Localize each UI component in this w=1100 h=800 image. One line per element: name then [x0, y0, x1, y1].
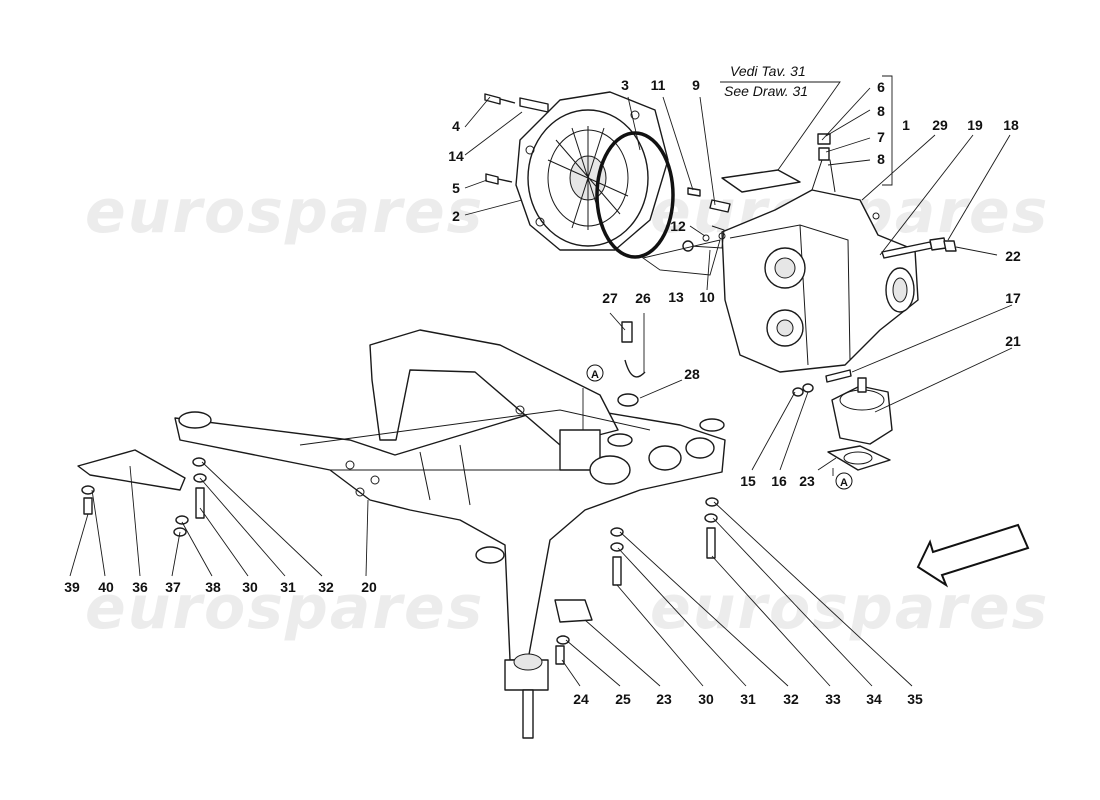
marker-a: A: [591, 369, 599, 381]
watermark: eurospares: [650, 573, 1049, 643]
callout-19: 19: [967, 117, 983, 133]
callout-7: 7: [877, 129, 885, 145]
callout-32: 32: [318, 579, 334, 595]
gearbox-housing: [721, 133, 919, 373]
callout-32: 32: [783, 691, 799, 707]
bolt-set-left: [484, 93, 549, 185]
callout-21: 21: [1005, 333, 1021, 349]
callout-40: 40: [98, 579, 114, 595]
callout-labels: 1 2 3 4 5 6 7 8 8 9 10 11 12 13 14 15 16…: [64, 77, 1021, 707]
callout-23: 23: [799, 473, 815, 489]
watermark: eurospares: [85, 177, 484, 247]
callout-31: 31: [280, 579, 296, 595]
rubber-mount: [827, 377, 893, 471]
callout-24: 24: [573, 691, 589, 707]
callout-2: 2: [452, 208, 460, 224]
callout-36: 36: [132, 579, 148, 595]
callout-4: 4: [452, 118, 460, 134]
bracket-plate-36: [77, 449, 186, 491]
o-ring: [595, 131, 675, 259]
callout-8: 8: [877, 103, 885, 119]
callout-12: 12: [670, 218, 686, 234]
note-line-1: Vedi Tav. 31: [730, 63, 806, 79]
callout-27: 27: [602, 290, 618, 306]
callout-5: 5: [452, 180, 460, 196]
mount-bolt-hardware: [792, 369, 852, 397]
watermark: eurospares: [85, 573, 484, 643]
bracket-plate: [721, 169, 801, 193]
callout-30: 30: [698, 691, 714, 707]
callout-23: 23: [656, 691, 672, 707]
callout-38: 38: [205, 579, 221, 595]
callout-35: 35: [907, 691, 923, 707]
callout-33: 33: [825, 691, 841, 707]
callout-3: 3: [621, 77, 629, 93]
front-direction-arrow: [916, 523, 1030, 588]
note-line-2: See Draw. 31: [724, 83, 808, 99]
callout-8: 8: [877, 151, 885, 167]
bell-housing: [515, 91, 669, 251]
callout-31: 31: [740, 691, 756, 707]
subframe: [174, 329, 726, 739]
callout-28: 28: [684, 366, 700, 382]
callout-13: 13: [668, 289, 684, 305]
callout-34: 34: [866, 691, 882, 707]
frame-fasteners: [81, 321, 719, 665]
callout-30: 30: [242, 579, 258, 595]
bolt-set-right: [872, 212, 957, 259]
callout-29: 29: [932, 117, 948, 133]
callout-18: 18: [1003, 117, 1019, 133]
callout-22: 22: [1005, 248, 1021, 264]
callout-6: 6: [877, 79, 885, 95]
callout-26: 26: [635, 290, 651, 306]
reference-note: Vedi Tav. 31 See Draw. 31: [724, 63, 808, 99]
callout-16: 16: [771, 473, 787, 489]
callout-11: 11: [651, 77, 666, 93]
marker-a: A: [840, 477, 848, 489]
callout-10: 10: [699, 289, 715, 305]
callout-17: 17: [1005, 290, 1021, 306]
callout-15: 15: [740, 473, 756, 489]
callout-39: 39: [64, 579, 80, 595]
callout-20: 20: [361, 579, 377, 595]
callout-37: 37: [165, 579, 181, 595]
callout-9: 9: [692, 77, 700, 93]
callout-25: 25: [615, 691, 631, 707]
callout-1: 1: [902, 117, 910, 133]
leader-lines: [69, 75, 1013, 687]
callout-14: 14: [448, 148, 464, 164]
reference-markers: A A: [586, 364, 853, 490]
